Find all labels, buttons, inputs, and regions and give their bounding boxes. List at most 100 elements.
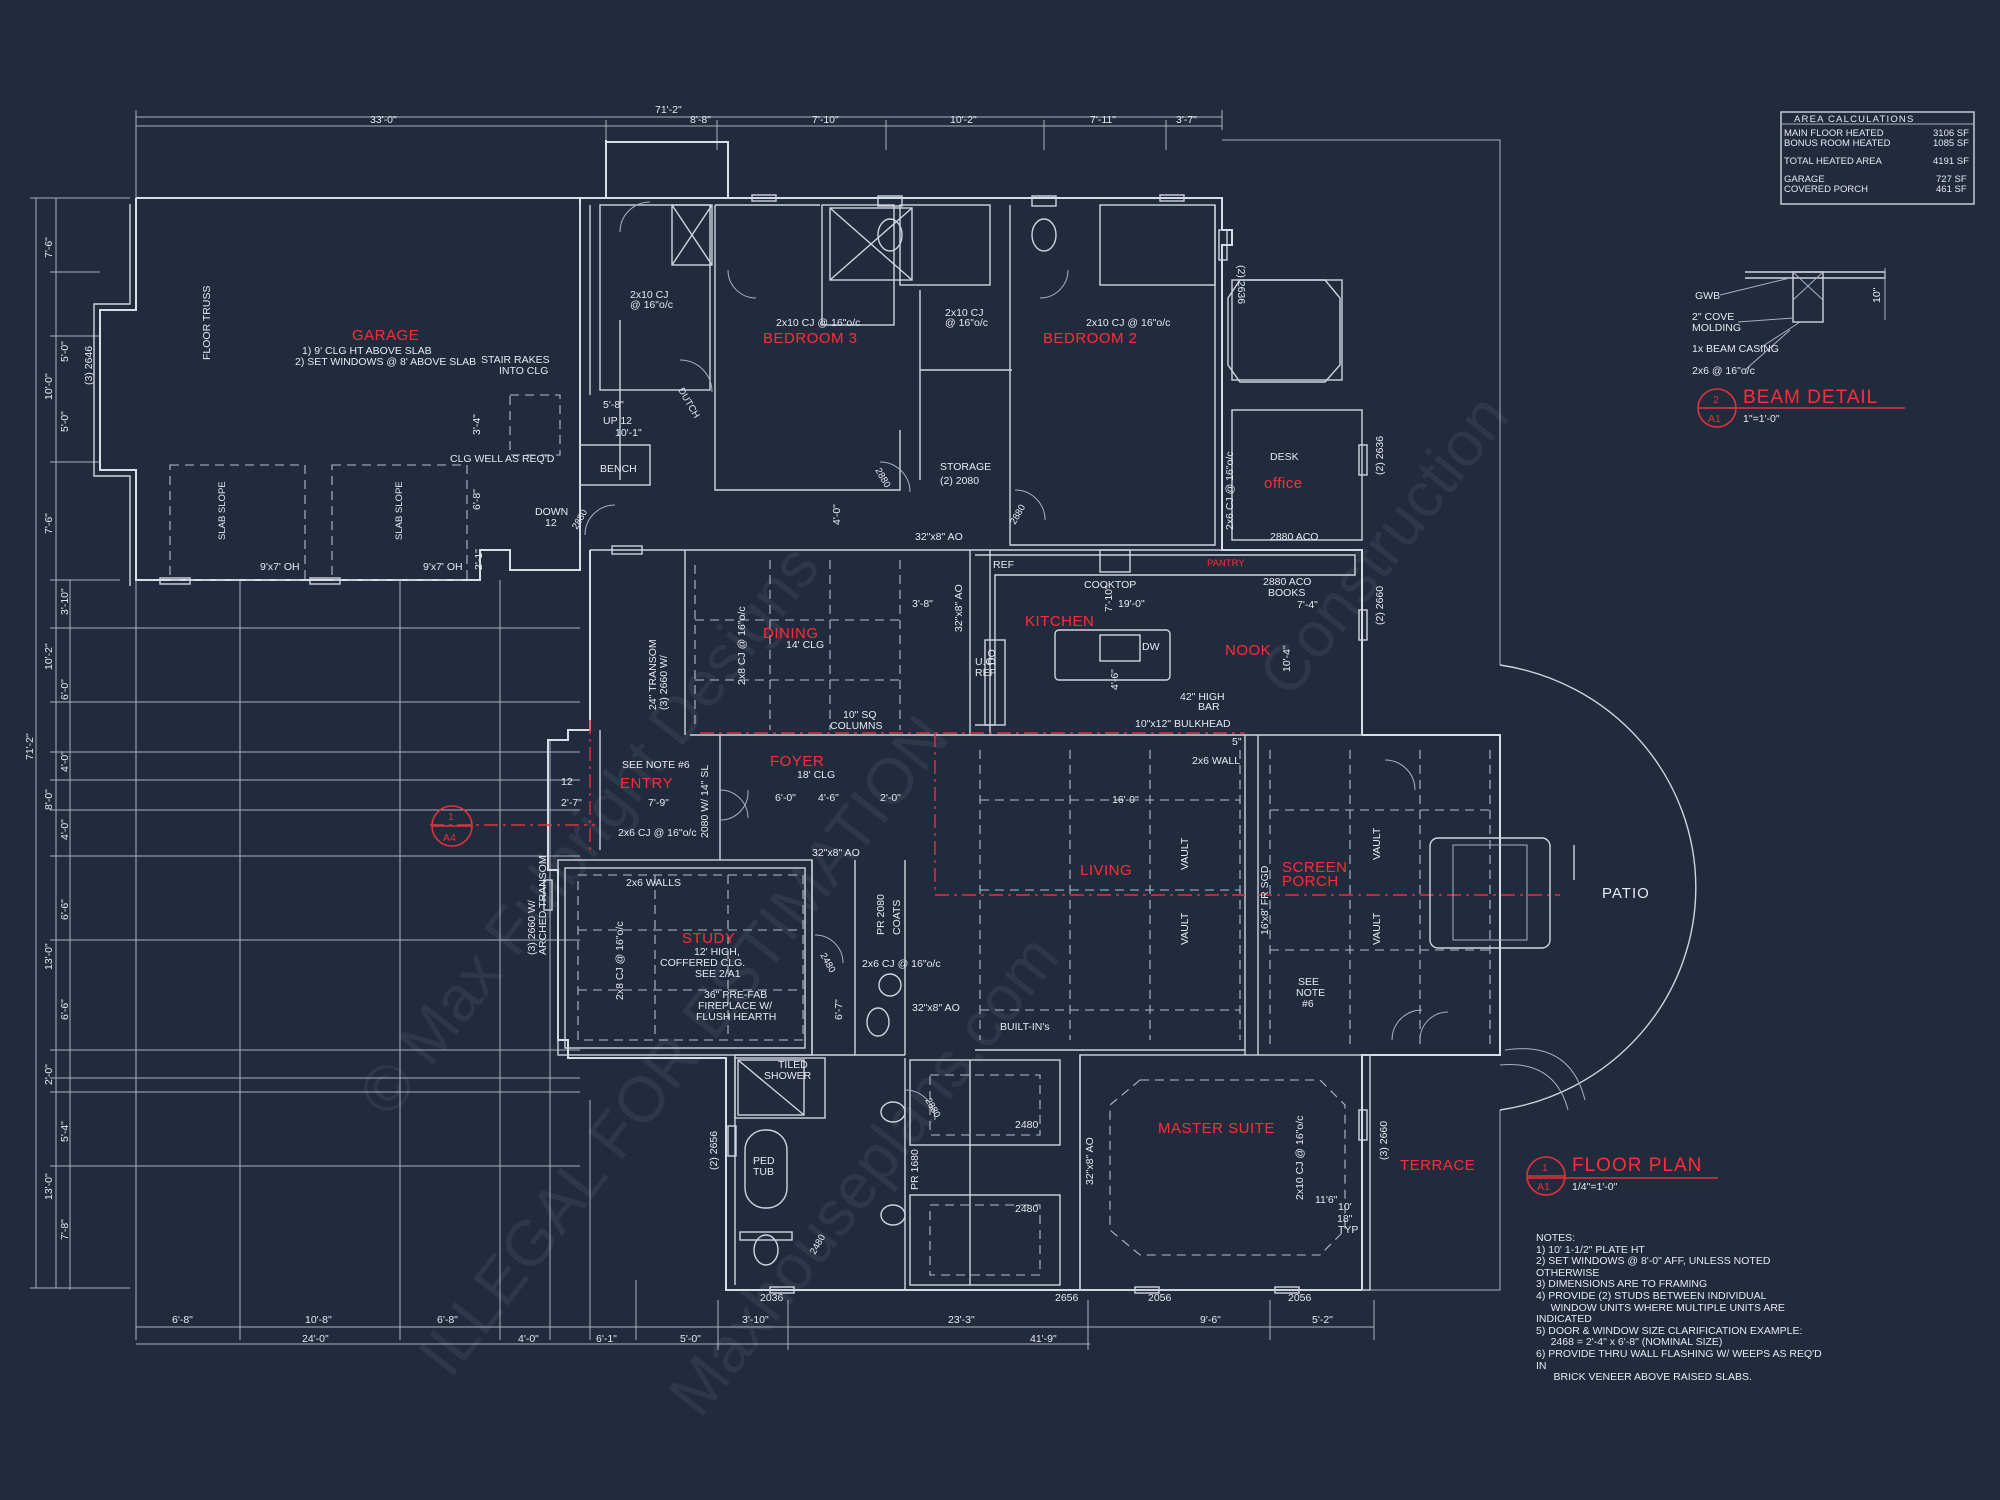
dim-2-0: 2'-0" xyxy=(880,792,901,804)
sgd-label: 16'x8' FR SGD xyxy=(1259,865,1271,935)
dim-7-9: 7'-9" xyxy=(648,797,669,809)
watermark-line-1: © Max Fulbright Designs xyxy=(344,531,833,1128)
bench-label: BENCH xyxy=(600,463,637,475)
vault-porch-1: VAULT xyxy=(1371,827,1383,860)
dim-18: 18" xyxy=(1337,1213,1353,1225)
dim-top-2: 8'-8" xyxy=(690,114,711,126)
ao-32x8-kitchen: 32"x8" AO xyxy=(953,584,965,632)
room-kitchen: KITCHEN xyxy=(1025,613,1094,630)
room-nook: NOOK xyxy=(1225,642,1271,659)
note-line: 3) DIMENSIONS ARE TO FRAMING xyxy=(1536,1278,1708,1291)
bulkhead-label: 10"x12" BULKHEAD xyxy=(1135,718,1231,730)
vault-porch-2: VAULT xyxy=(1371,912,1383,945)
beam-10-dim: 10" xyxy=(1871,287,1883,303)
note-line: 6) PROVIDE THRU WALL FLASHING W/ WEEPS A… xyxy=(1536,1347,1822,1360)
window-2636-office: (2) 2636 xyxy=(1374,436,1386,475)
vault-living-1: VAULT xyxy=(1179,837,1191,870)
dim-bot-a2: 10'-8" xyxy=(305,1314,332,1326)
dim-bot-a1: 6'-8" xyxy=(172,1314,193,1326)
window-2636-bath: (2) 2636 xyxy=(1235,265,1247,304)
note-line: 5) DOOR & WINDOW SIZE CLARIFICATION EXAM… xyxy=(1536,1324,1803,1337)
dining-cj: 2x8 CJ @ 16"o/c xyxy=(736,606,748,685)
see-note-porch-2: NOTE xyxy=(1296,987,1325,999)
dim-top-3: 7'-10" xyxy=(812,114,839,126)
foyer-door-2080: 2080 W/ 14" SL xyxy=(699,765,711,838)
dining-clg: 14' CLG xyxy=(786,639,824,651)
patio xyxy=(1429,664,1697,1111)
note-line: OTHERWISE xyxy=(1536,1266,1600,1279)
room-office: office xyxy=(1264,475,1303,492)
storage-label: STORAGE xyxy=(940,461,991,473)
tiled-shower-line-2: SHOWER xyxy=(764,1070,812,1082)
room-entry: ENTRY xyxy=(620,775,673,792)
dim-10: 10' xyxy=(1338,1201,1352,1213)
transom-line-1: 24" TRANSOM xyxy=(647,639,659,710)
note-line: NOTES: xyxy=(1536,1232,1576,1244)
cj-hall-line-2: @ 16"o/c xyxy=(630,299,673,311)
window-2656: 2656 xyxy=(1055,1292,1079,1304)
room-screen-porch-line-2: PORCH xyxy=(1282,873,1339,890)
room-garage: GARAGE xyxy=(352,327,419,344)
dim-19-0: 19'-0" xyxy=(1118,598,1145,610)
dim-left-18: 7'-8" xyxy=(59,1219,71,1240)
dim-left-3: 10'-0" xyxy=(43,373,55,400)
beam-cove-line-1: 2" COVE xyxy=(1692,311,1734,323)
dim-bot-a7: 5'-2" xyxy=(1312,1314,1333,1326)
beam-detail-scale: 1"=1'-0" xyxy=(1743,413,1780,425)
dim-top-5: 7'-11" xyxy=(1090,114,1116,126)
dim-12: 12 xyxy=(561,776,573,788)
fireplace-line-2: FIREPLACE W/ xyxy=(698,1000,772,1012)
room-master-suite: MASTER SUITE xyxy=(1158,1120,1275,1137)
room-dining: DINING xyxy=(763,625,819,642)
clg-well-label: CLG WELL AS REQ'D xyxy=(450,453,555,465)
cooktop-label: COOKTOP xyxy=(1084,579,1136,591)
window-2056-a: 2056 xyxy=(1148,1292,1172,1304)
uc-ref-line-1: U.C. xyxy=(975,656,996,668)
floor-plan-tag-bottom: A1 xyxy=(1537,1181,1550,1193)
area-row-4-label: GARAGE xyxy=(1784,174,1825,185)
columns-line-2: COLUMNS xyxy=(830,720,883,732)
dim-7-10: 7'-10" xyxy=(1103,585,1115,612)
room-labels: GARAGE BEDROOM 3 BEDROOM 2 office DINING… xyxy=(352,327,1649,1174)
door-2880-bed2: 2880 xyxy=(1008,503,1028,527)
vault-living-2: VAULT xyxy=(1179,912,1191,945)
dim-left-overall: 71'-2" xyxy=(24,733,36,760)
ref-label: REF xyxy=(993,559,1014,571)
dutch-door-label: DUTCH xyxy=(675,386,701,420)
note-line: WINDOW UNITS WHERE MULTIPLE UNITS ARE xyxy=(1536,1301,1785,1314)
dim-bot-b3: 6'-1" xyxy=(596,1333,617,1345)
dim-4-6: 4'-6" xyxy=(1109,669,1121,690)
area-row-1-label: MAIN FLOOR HEATED xyxy=(1784,128,1884,139)
study-note-2: COFFERED CLG. xyxy=(660,957,745,969)
area-row-5-label: COVERED PORCH xyxy=(1784,184,1868,195)
room-foyer: FOYER xyxy=(770,753,824,770)
typ-label: TYP xyxy=(1338,1224,1358,1236)
see-note-porch-1: SEE xyxy=(1298,976,1319,988)
dashed-framing xyxy=(169,394,1491,1276)
dim-5-8: 5'-8" xyxy=(603,399,624,411)
window-marks xyxy=(159,194,1368,1294)
dim-left-8: 6'-0" xyxy=(59,679,71,700)
dim-5: 5" xyxy=(1232,736,1242,748)
note-line: 1) 10' 1-1/2" PLATE HT xyxy=(1536,1243,1645,1256)
desk-label: DESK xyxy=(1270,451,1299,463)
pr-1680: PR 1680 xyxy=(909,1149,921,1190)
fixtures xyxy=(671,195,1341,1266)
area-calculations-table: AREA CALCULATIONS MAIN FLOOR HEATED 3106… xyxy=(1780,111,1975,205)
stair-up-label: UP 12 xyxy=(603,415,632,427)
note-line: 2) SET WINDOWS @ 8'-0" AFF, UNLESS NOTED xyxy=(1536,1255,1771,1268)
section-tag-top: 1 xyxy=(448,811,454,823)
section-tag-bottom: A4 xyxy=(443,832,456,844)
note-line: BRICK VENEER ABOVE RAISED SLABS. xyxy=(1536,1371,1752,1384)
slab-slope-left: SLAB SLOPE xyxy=(217,481,228,540)
dim-bot-a5: 23'-3" xyxy=(948,1314,975,1326)
wall-2x6: 2x6 WALL xyxy=(1192,755,1240,767)
dim-left-2: 5'-0" xyxy=(59,341,71,362)
arched-transom-line-2: ARCHED TRANSOM xyxy=(537,855,549,955)
built-ins-label: BUILT-IN's xyxy=(1000,1021,1050,1033)
floor-plan-tag-top: 1 xyxy=(1542,1162,1548,1174)
dim-16-0: 16'-0" xyxy=(1112,794,1139,806)
dim-10-4: 10'-4" xyxy=(1281,645,1293,672)
dim-bot-b2: 4'-0" xyxy=(518,1333,539,1345)
